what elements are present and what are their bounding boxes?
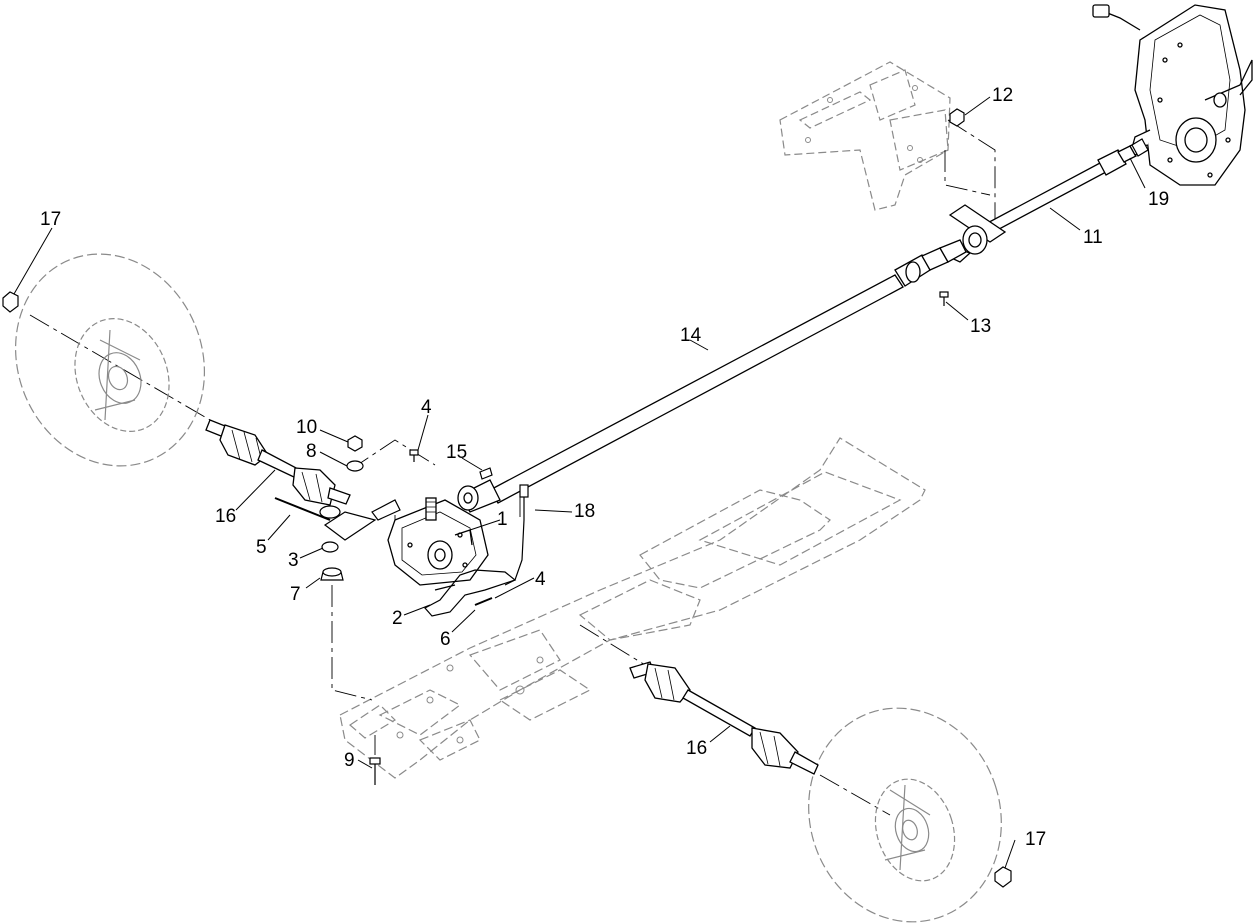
- right-cv-axle-16: [629, 661, 819, 775]
- callout-18: 18: [574, 501, 595, 522]
- callout-15: 15: [446, 442, 467, 463]
- callout-3: 3: [288, 550, 299, 571]
- callout-7: 7: [290, 584, 301, 605]
- frame-plate-holes: [396, 656, 544, 744]
- upper-bracket-ghost: [779, 61, 951, 211]
- callout-17-left: 17: [40, 209, 61, 230]
- callout-8: 8: [306, 441, 317, 462]
- callout-16-right: 16: [686, 738, 707, 759]
- frame-plate-ghost: [339, 437, 926, 779]
- callout-6: 6: [440, 629, 451, 650]
- callout-4-lower: 4: [535, 569, 546, 590]
- leader-lines: [13, 96, 1146, 869]
- coupling-19: [1131, 138, 1149, 157]
- callout-16-left: 16: [215, 506, 236, 527]
- callout-11: 11: [1083, 227, 1103, 248]
- callout-17-right: 17: [1025, 829, 1046, 850]
- alignment-lines: [29, 119, 996, 816]
- left-cv-axle-16: [205, 419, 351, 506]
- callout-9: 9: [344, 750, 355, 771]
- callout-numbers: 1 2 3 4 4 5 6 7 8 9 10 11 12 13 14 15 16…: [40, 85, 1169, 850]
- left-wheel: [14, 253, 206, 467]
- main-driveshaft-14: [457, 239, 967, 513]
- callout-4-upper: 4: [421, 397, 432, 418]
- transmission-housing: [1092, 4, 1253, 186]
- sensor-cable-18: [504, 484, 529, 586]
- callout-13: 13: [970, 316, 991, 337]
- callout-5: 5: [256, 537, 267, 558]
- callout-12: 12: [992, 85, 1013, 106]
- hardware: [2, 108, 1012, 888]
- callout-1: 1: [497, 509, 508, 530]
- callout-2: 2: [392, 608, 403, 629]
- front-differential-1: [387, 497, 489, 586]
- right-wheel: [808, 707, 1002, 923]
- callout-14: 14: [680, 325, 702, 346]
- upper-bracket-holes: [805, 85, 923, 163]
- callout-10: 10: [296, 417, 317, 438]
- callout-19: 19: [1148, 189, 1169, 210]
